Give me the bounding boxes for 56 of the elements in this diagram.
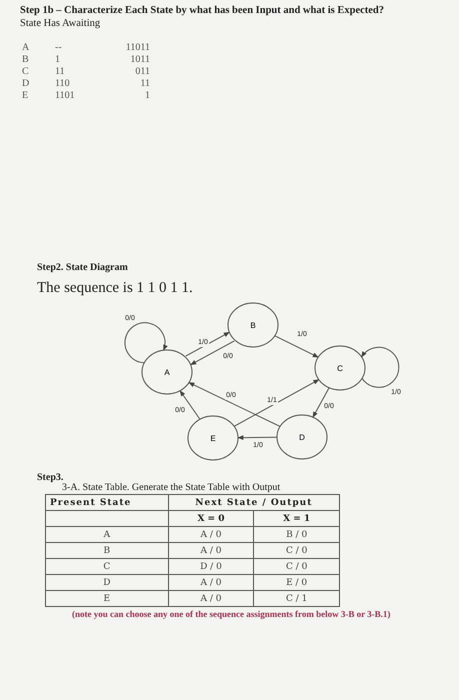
- table-text: --: [55, 42, 62, 53]
- arrow: [180, 390, 200, 420]
- table-cell: A / 0: [168, 542, 254, 558]
- arrow: [274, 335, 319, 358]
- table-cell: C / 1: [254, 590, 340, 606]
- table-text: C: [22, 66, 29, 77]
- table-text: E: [22, 90, 28, 101]
- table-cell: A / 0: [168, 574, 254, 590]
- column-header: X = 0: [168, 510, 254, 526]
- table-cell: D: [46, 574, 168, 590]
- table-cell: A / 0: [168, 590, 254, 606]
- table-cell: C / 0: [254, 558, 340, 574]
- arrow: [361, 346, 400, 388]
- caption: 3-A. State Table. Generate the State Table with Output: [62, 482, 280, 493]
- table-cell: B: [46, 542, 168, 558]
- table-text: D: [22, 78, 30, 89]
- table-text: 11: [55, 66, 65, 77]
- sentence: The sequence is 1 1 0 1 1.: [37, 280, 193, 297]
- arrow: [124, 322, 168, 364]
- table-text: 11011: [126, 42, 150, 53]
- table-text: 1: [145, 90, 150, 101]
- heading: Step 1b – Characterize Each State by what has been Input and what is Expected?: [20, 5, 384, 16]
- arrow: [188, 382, 281, 427]
- table-text: A: [22, 42, 30, 53]
- table-cell: C / 0: [254, 542, 340, 558]
- note: (note you can choose any one of the sequence assignments from below 3-B or 3-B.1): [72, 609, 390, 619]
- heading: Step2. State Diagram: [37, 262, 128, 273]
- column-header: Present State: [46, 494, 168, 510]
- table-text: B: [22, 54, 29, 65]
- column-header: X = 1: [254, 510, 340, 526]
- arrow: [185, 332, 230, 357]
- state-circle: C: [314, 346, 366, 390]
- arrow: [190, 340, 235, 366]
- state-circle: A: [142, 350, 192, 394]
- arrow: [237, 435, 278, 440]
- table-cell: E / 0: [254, 574, 340, 590]
- state-circle: B: [228, 302, 278, 348]
- table-cell: A / 0: [168, 526, 254, 542]
- table-cell: A: [46, 526, 168, 542]
- table-cell: B / 0: [254, 526, 340, 542]
- state-circle: E: [188, 416, 238, 460]
- table-text: 1: [55, 54, 60, 65]
- heading: Step3.: [37, 472, 64, 483]
- arrow: [234, 379, 320, 427]
- column-header: Next State / Output: [168, 494, 340, 510]
- table-cell: D / 0: [168, 558, 254, 574]
- table-text: 110: [55, 78, 70, 89]
- table-text: 11: [140, 78, 150, 89]
- table-text: 1011: [130, 54, 150, 65]
- arrow: [312, 387, 330, 418]
- column-header: State Has Awaiting: [20, 18, 100, 29]
- state-circle: D: [276, 414, 328, 460]
- table-cell: E: [46, 590, 168, 606]
- table-text: 1101: [55, 90, 75, 101]
- table-cell: C: [46, 558, 168, 574]
- table-text: 011: [135, 66, 150, 77]
